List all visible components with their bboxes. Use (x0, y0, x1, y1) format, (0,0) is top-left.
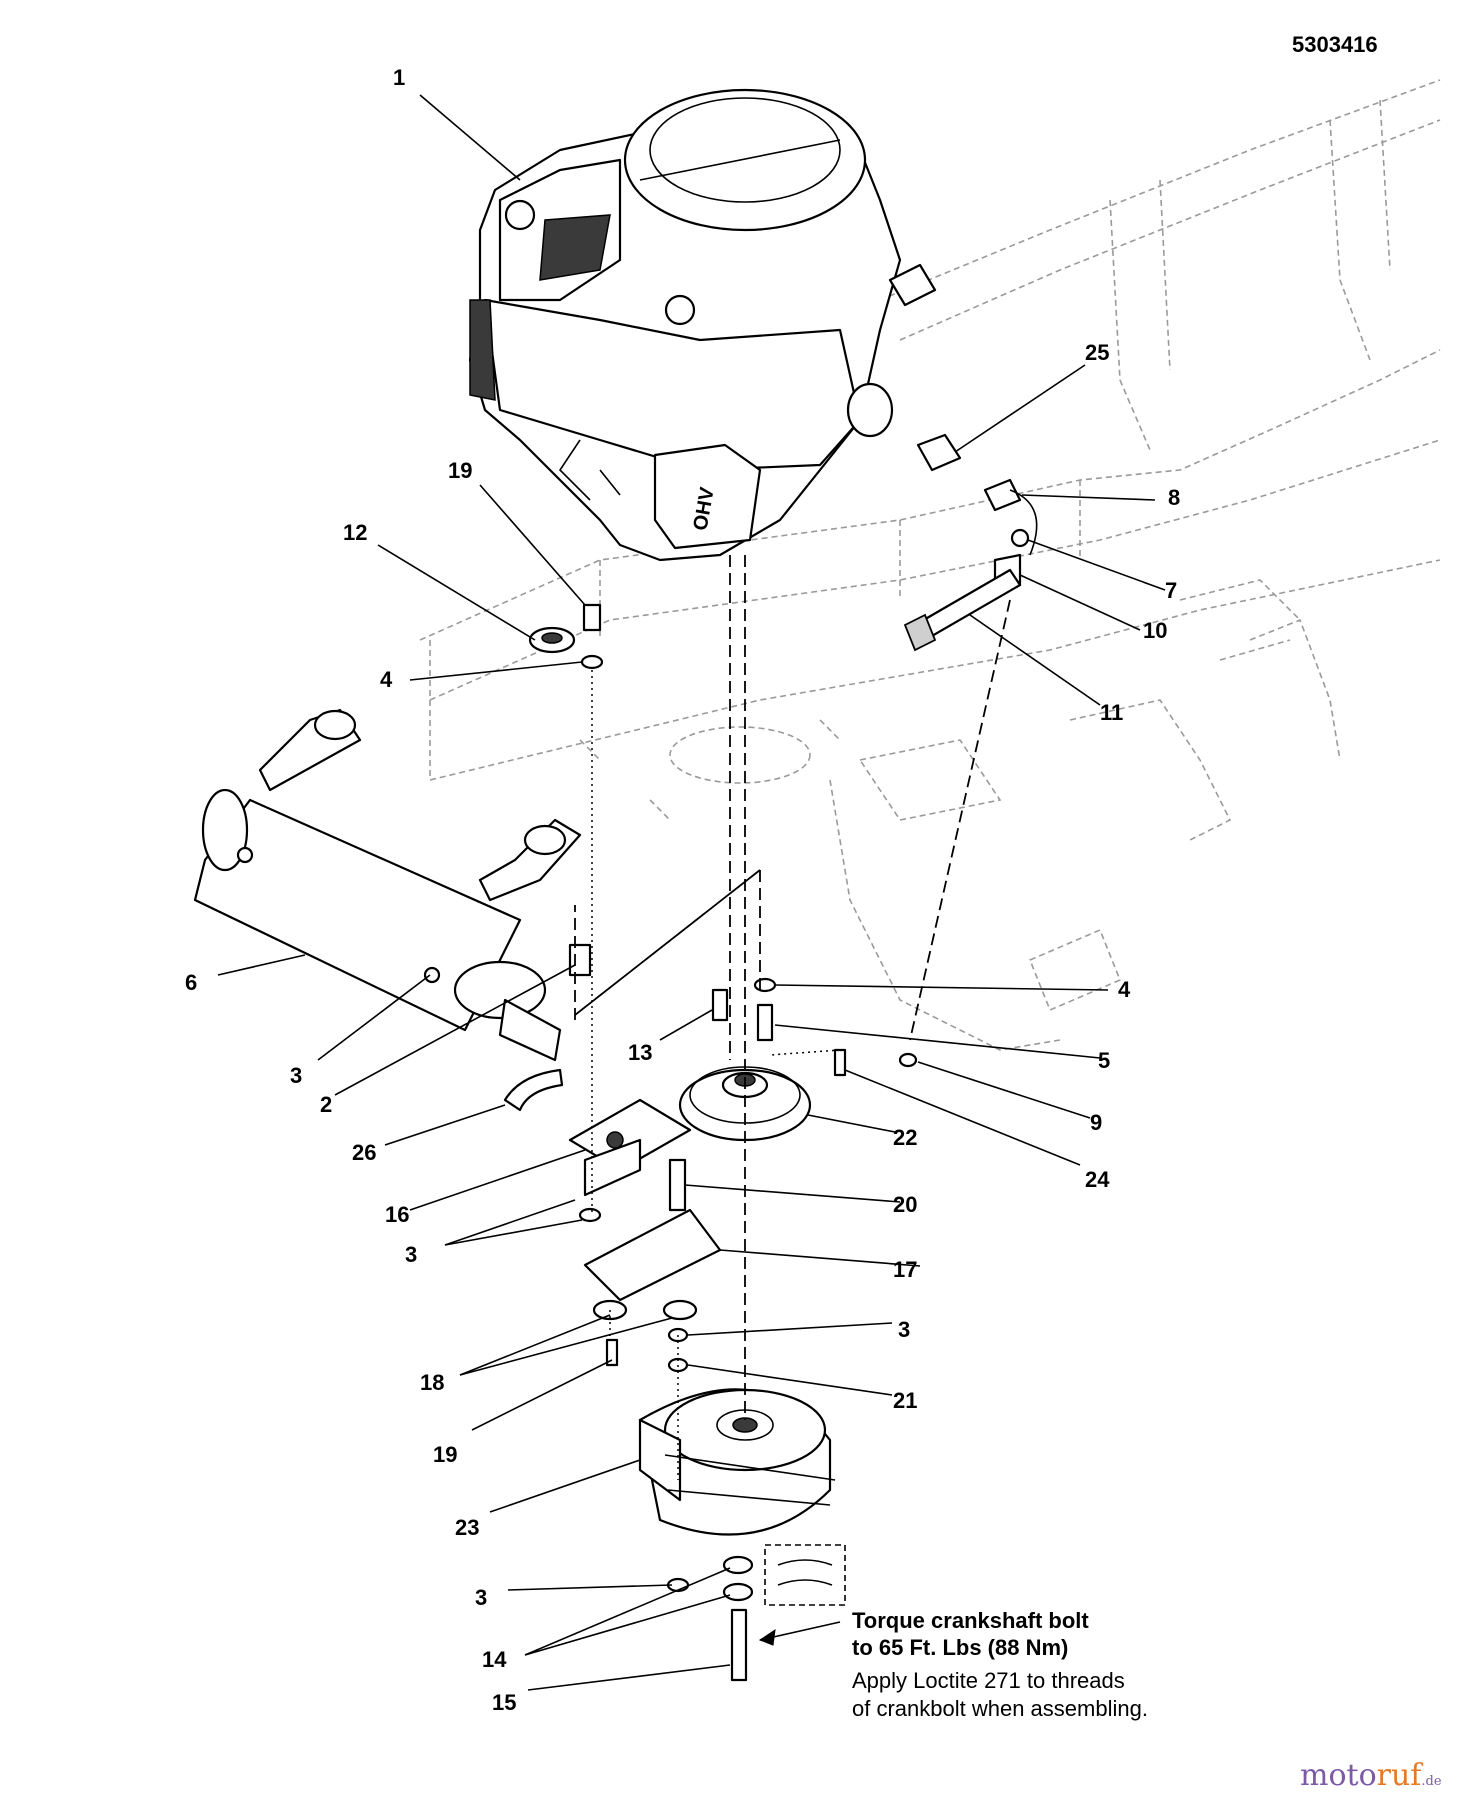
callout-4-mid: 4 (1118, 977, 1131, 1002)
callout-15: 15 (492, 1690, 516, 1715)
bolt-20 (668, 1158, 687, 1212)
watermark-part-1: moto (1300, 1758, 1377, 1793)
clamp-26 (503, 1068, 564, 1112)
callout-8: 8 (1168, 485, 1180, 510)
bolt-19-top (582, 603, 602, 632)
engine: OHV (468, 88, 937, 562)
watermark-logo: motoruf.de (1300, 1758, 1442, 1793)
torque-note-line-2: to 65 Ft. Lbs (88 Nm) (852, 1635, 1068, 1660)
torque-note-line-1: Torque crankshaft bolt (852, 1608, 1089, 1633)
washer-4-top (580, 654, 604, 670)
callout-19-top: 19 (448, 458, 472, 483)
callout-7: 7 (1165, 578, 1177, 603)
leader-lines (217, 94, 1166, 1691)
watermark-part-2: ruf (1377, 1758, 1424, 1793)
callout-12: 12 (343, 520, 367, 545)
dipstick-cap (888, 263, 937, 307)
drawing-number: 5303416 (1292, 32, 1378, 57)
torque-note-line-3: Apply Loctite 271 to threads (852, 1668, 1125, 1693)
callout-17: 17 (893, 1257, 917, 1282)
hardware (578, 977, 918, 1682)
callout-22: 22 (893, 1125, 917, 1150)
callout-4-top: 4 (380, 667, 393, 692)
callout-19-bottom: 19 (433, 1442, 457, 1467)
pto-clutch (638, 1388, 836, 1536)
callout-9: 9 (1090, 1110, 1102, 1135)
callout-5: 5 (1098, 1048, 1110, 1073)
fitting-8 (983, 478, 1022, 512)
callout-23: 23 (455, 1515, 479, 1540)
callout-3-clutch: 3 (475, 1585, 487, 1610)
callout-18: 18 (420, 1370, 444, 1395)
ohv-plate (653, 443, 762, 550)
callout-1: 1 (393, 65, 405, 90)
fitting-25 (916, 433, 962, 472)
drain-fittings (903, 433, 1038, 652)
callout-14: 14 (482, 1647, 507, 1672)
muffler (193, 708, 592, 1062)
washer-7 (1010, 528, 1030, 548)
callout-20: 20 (893, 1192, 917, 1217)
callout-3-muffler: 3 (290, 1063, 302, 1088)
air-cleaner-cover (623, 88, 867, 232)
callout-3-bracket: 3 (405, 1242, 417, 1267)
callout-3-plate: 3 (898, 1317, 910, 1342)
callout-26: 26 (352, 1140, 376, 1165)
watermark-suffix: .de (1421, 1774, 1441, 1789)
callout-10: 10 (1143, 618, 1167, 643)
callout-13: 13 (628, 1040, 652, 1065)
torque-note-line-4: of crankbolt when assembling. (852, 1696, 1148, 1721)
svg-text:motoruf.de: motoruf.de (1300, 1758, 1442, 1793)
callout-24: 24 (1085, 1167, 1110, 1192)
oil-filter (846, 382, 894, 438)
callout-6: 6 (185, 970, 197, 995)
callout-2: 2 (320, 1092, 332, 1117)
plate-17 (583, 1208, 722, 1302)
callout-labels: 1 19 12 4 25 8 7 10 11 6 4 5 13 3 2 9 22… (185, 65, 1180, 1715)
callout-16: 16 (385, 1202, 409, 1227)
callout-11: 11 (1100, 700, 1123, 725)
callout-21: 21 (893, 1388, 917, 1413)
torque-note: Torque crankshaft bolt to 65 Ft. Lbs (88… (852, 1608, 1148, 1721)
callout-25: 25 (1085, 340, 1109, 365)
spacer-2 (568, 943, 592, 977)
